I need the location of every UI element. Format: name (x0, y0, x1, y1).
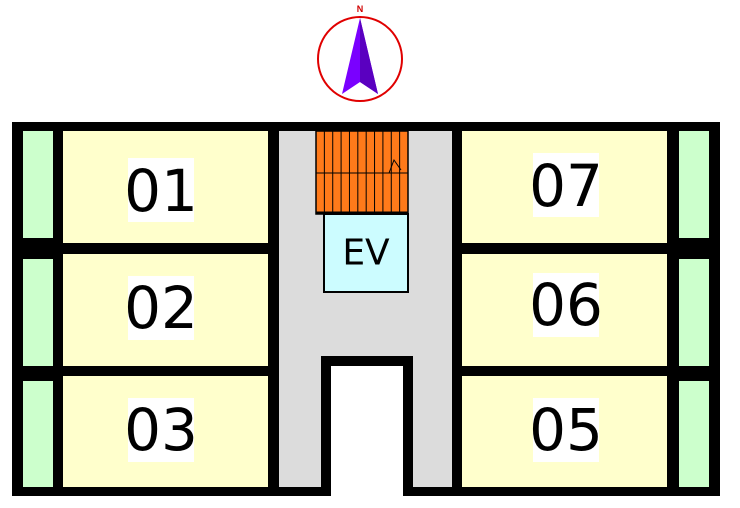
room-label-05: 05 (529, 396, 603, 464)
elevator-label: EV (342, 233, 390, 274)
balcony-01 (23, 131, 53, 238)
room-label-bg-07 (533, 153, 599, 217)
balcony-06 (679, 259, 709, 366)
room-label-07: 07 (529, 152, 603, 220)
room-label-bg-01 (128, 158, 194, 222)
room-label-bg-05 (533, 398, 599, 462)
entrance-opening (331, 366, 403, 508)
room-label-06: 06 (529, 271, 603, 339)
stairs-icon (315, 130, 409, 215)
room-label-bg-03 (128, 398, 194, 462)
left-wing: 01 02 03 (12, 122, 280, 496)
room-label-bg-06 (533, 273, 599, 337)
north-label: N (357, 4, 364, 14)
room-label-03: 03 (124, 396, 198, 464)
room-label-bg-02 (128, 276, 194, 340)
balcony-02 (23, 259, 53, 366)
balcony-05 (679, 381, 709, 487)
elevator (323, 213, 409, 293)
right-wing: 07 06 05 (452, 122, 720, 496)
balcony-07 (679, 131, 709, 238)
stair-treads (323, 131, 401, 213)
compass: N (317, 4, 403, 102)
room-label-01: 01 (124, 157, 198, 225)
north-arrow-shade (360, 18, 378, 94)
central-core: EV (268, 122, 462, 508)
stairs-direction-arrow-icon (388, 158, 402, 174)
room-label-02: 02 (124, 274, 198, 342)
compass-ring (317, 16, 403, 102)
balcony-03 (23, 381, 53, 487)
